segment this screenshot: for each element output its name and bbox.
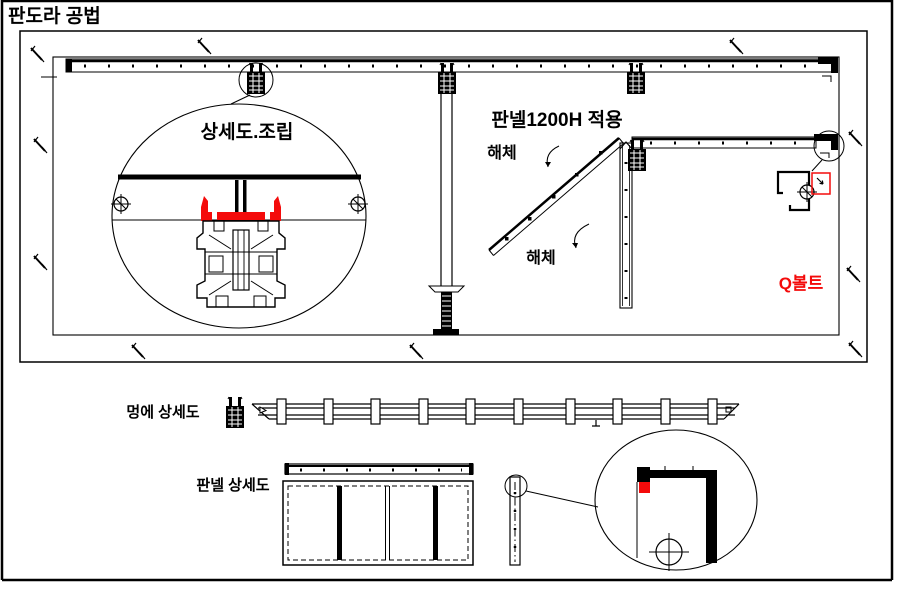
edge-callout-circle — [504, 474, 528, 498]
corner-callout-circle — [813, 130, 845, 162]
support-prop — [427, 94, 466, 335]
girder-detail-label: 멍에 상세도 — [126, 403, 199, 421]
page-border — [0, 0, 894, 582]
girder-extrusion-profile — [196, 220, 286, 308]
hanger-bracket-3 — [626, 62, 646, 95]
sheet-title: 판도라 공법 — [8, 5, 101, 27]
hanger-bracket-1 — [246, 62, 266, 95]
assembly-detail-label: 상세도.조립 — [201, 121, 294, 143]
callout-leader — [525, 490, 599, 508]
detail-circle-assembly: 상세도.조립 — [110, 103, 369, 329]
mid-rail-corner — [814, 134, 838, 158]
red-wedge-clips — [201, 196, 281, 221]
panel-detail-drawing: 판넬 상세도 — [196, 429, 758, 571]
top-rail-corner — [818, 57, 838, 82]
q-bolt-symbol — [796, 181, 818, 203]
hanger-callout-circle — [238, 62, 274, 98]
panel-size-label: 판넬1200H 적용 — [491, 109, 622, 131]
panel-plan-view — [282, 480, 474, 566]
girder-side-view — [251, 398, 740, 427]
panel-detail-label: 판넬 상세도 — [196, 477, 269, 494]
rotation-arrow-lower — [572, 223, 590, 249]
panel-edge-view-side — [504, 474, 599, 566]
dismantle-label-lower: 해체 — [526, 249, 555, 267]
q-bolt-label: Q볼트 — [779, 274, 824, 293]
girder-detail-drawing: 멍에 상세도 — [126, 396, 740, 429]
q-bolt-bracket — [776, 170, 831, 212]
callout-leader — [811, 159, 823, 172]
hanger-bracket-2 — [437, 62, 457, 95]
q-bolt-red-box — [811, 172, 831, 195]
panel-stiffener — [337, 486, 342, 560]
rotation-arrow-upper — [545, 145, 560, 168]
bolt-symbol-right — [347, 193, 369, 215]
mid-rail — [631, 130, 845, 172]
prop-base-plate — [433, 329, 459, 335]
panel-stiffener — [433, 486, 438, 560]
structure-outline — [41, 56, 840, 336]
girder-end-view — [225, 396, 245, 429]
bolt-hole-symbol — [649, 533, 689, 571]
girder-clamp-tabs — [276, 398, 718, 425]
panel-edge-view-top — [284, 463, 474, 475]
main-assembly-drawing: 상세도.조립 — [19, 30, 868, 363]
callout-leader — [230, 94, 251, 105]
panel-corner-detail-circle — [594, 429, 758, 571]
vertical-panel — [619, 141, 633, 309]
hanger-bracket-corner — [627, 139, 647, 172]
red-wedge-marker — [639, 482, 650, 493]
dismantle-label-upper: 해체 — [487, 144, 516, 162]
